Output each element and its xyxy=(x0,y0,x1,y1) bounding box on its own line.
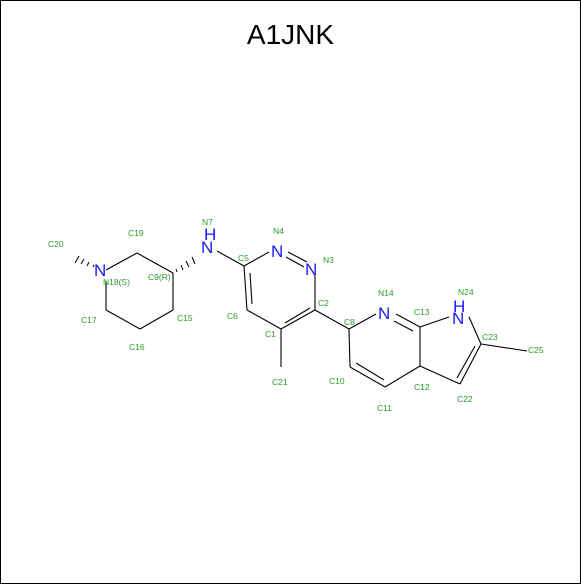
bond xyxy=(287,251,308,263)
hashed-wedge-c20 xyxy=(74,255,95,268)
label-c23: C23 xyxy=(482,332,498,342)
label-c17: C17 xyxy=(81,315,97,325)
atom-n24: N xyxy=(452,309,464,328)
label-n4: N4 xyxy=(273,226,284,236)
bond xyxy=(216,250,245,267)
molecule-title: A1JNK xyxy=(246,19,335,50)
label-c1: C1 xyxy=(265,329,276,339)
label-n14: N14 xyxy=(378,288,394,298)
atom-n4: N xyxy=(271,242,283,261)
atom-n7: N xyxy=(201,238,213,257)
bond xyxy=(393,320,414,332)
label-c22: C22 xyxy=(457,394,473,404)
label-c5: C5 xyxy=(238,253,249,263)
bond xyxy=(348,313,377,330)
label-c15: C15 xyxy=(177,313,193,323)
bonds xyxy=(74,250,528,388)
bond xyxy=(348,328,351,368)
bond xyxy=(284,307,311,324)
atom-n18: N xyxy=(94,261,106,280)
atom-labels: C20 N18(S) C19 C9(R) C17 C15 C16 N7 N4 C… xyxy=(48,217,544,413)
label-c13: C13 xyxy=(414,307,430,317)
heteroatoms: N N N N N N H H xyxy=(94,225,465,328)
label-c20: C20 xyxy=(48,239,64,249)
label-c11: C11 xyxy=(377,403,392,413)
hashed-wedge-n7 xyxy=(175,256,196,273)
bond xyxy=(419,365,461,385)
label-c10: C10 xyxy=(329,376,345,386)
bond xyxy=(105,252,138,271)
atom-n3: N xyxy=(305,260,317,279)
label-c19: C19 xyxy=(128,228,144,238)
label-c21: C21 xyxy=(272,377,288,387)
label-c16: C16 xyxy=(129,342,145,352)
atom-n14: N xyxy=(378,304,390,323)
bond xyxy=(480,343,528,352)
bond xyxy=(314,309,350,330)
bond xyxy=(243,251,270,267)
bond xyxy=(355,362,385,381)
label-c9: C9(R) xyxy=(148,272,171,282)
label-n7: N7 xyxy=(202,217,213,227)
bond xyxy=(136,252,174,274)
bond xyxy=(419,316,450,328)
atom-n24-h: H xyxy=(453,297,465,316)
bond xyxy=(105,309,141,330)
bond xyxy=(246,309,282,330)
label-c8: C8 xyxy=(344,317,355,327)
bond xyxy=(395,313,421,328)
label-n3: N3 xyxy=(323,255,334,265)
bond xyxy=(384,365,421,388)
label-c25: C25 xyxy=(528,345,544,355)
label-n18: N18(S) xyxy=(103,277,130,287)
bond xyxy=(468,316,482,345)
label-n24: N24 xyxy=(458,287,474,297)
label-c12: C12 xyxy=(414,382,430,392)
label-c6: C6 xyxy=(227,311,238,321)
bond xyxy=(249,272,253,305)
bond xyxy=(349,366,386,388)
bond xyxy=(459,343,482,385)
bond xyxy=(280,309,316,330)
bond xyxy=(139,309,174,330)
atom-n7-h: H xyxy=(204,225,216,244)
bond xyxy=(285,256,305,268)
bond xyxy=(243,265,248,311)
bond xyxy=(456,345,476,379)
label-c2: C2 xyxy=(318,298,329,308)
